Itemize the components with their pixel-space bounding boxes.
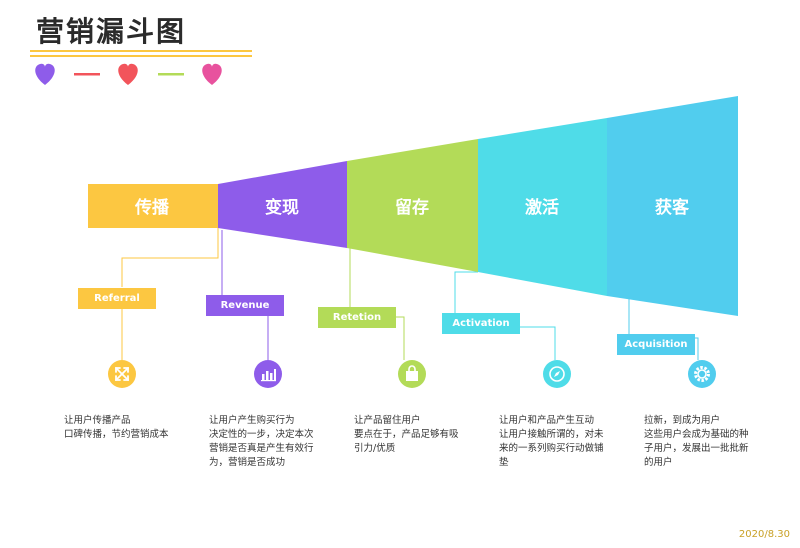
page-title: 营销漏斗图 [36,15,187,48]
heart-icon [35,63,55,85]
connector-line [396,316,405,360]
stage-label-activation: 激活 [525,198,559,218]
connector-line [121,228,219,287]
description-activation: 让用户和产品产生互动 让用户接触所谓的，对未 来的一系列购买行动做铺 垫 [499,415,604,468]
tag-referral: Referral [78,288,156,309]
stage-label-referral: 传播 [135,198,169,218]
dash-divider [74,73,100,76]
funnel-segment-referral [88,184,218,228]
connector-line [520,326,556,360]
tag-revenue: Revenue [206,295,284,316]
compass-icon [543,360,571,388]
tag-activation: Activation [442,313,520,334]
description-acquisition: 拉新，到成为用户 这些用户会成为基础的种 子用户，发展出一批批新 的用户 [644,415,749,468]
description-retention: 让产品留住用户 要点在于，产品足够有吸 引力/优质 [354,415,459,454]
stage-label-revenue: 变现 [265,198,299,218]
funnel-segment-acquisition [607,96,738,316]
tag-acquisition: Acquisition [617,334,695,355]
funnel-segment-retention [347,139,478,272]
funnel-segment-revenue [218,161,347,248]
funnel-segment-activation [478,118,607,296]
dash-divider [158,73,184,76]
shopping-bag-icon [398,360,426,388]
arrows-expand-icon [108,360,136,388]
stage-label-acquisition: 获客 [655,198,689,218]
title-underline-top [30,50,252,52]
title-underline-bottom [30,55,252,57]
connector-line [454,271,478,313]
description-revenue: 让用户产生购买行为 决定性的一步，决定本次 营销是否真是产生有效行 为，营销是否… [209,415,314,468]
decoration-row [35,63,222,85]
heart-icon [118,63,138,85]
heart-icon [202,63,222,85]
date-label: 2020/8.30 [738,529,790,540]
bar-chart-icon [254,360,282,388]
description-referral: 让用户传播产品 口碑传播，节约营销成本 [64,415,169,440]
gear-icon [688,360,716,388]
stage-label-retention: 留存 [395,198,429,218]
tag-retention: Retetion [318,307,396,328]
